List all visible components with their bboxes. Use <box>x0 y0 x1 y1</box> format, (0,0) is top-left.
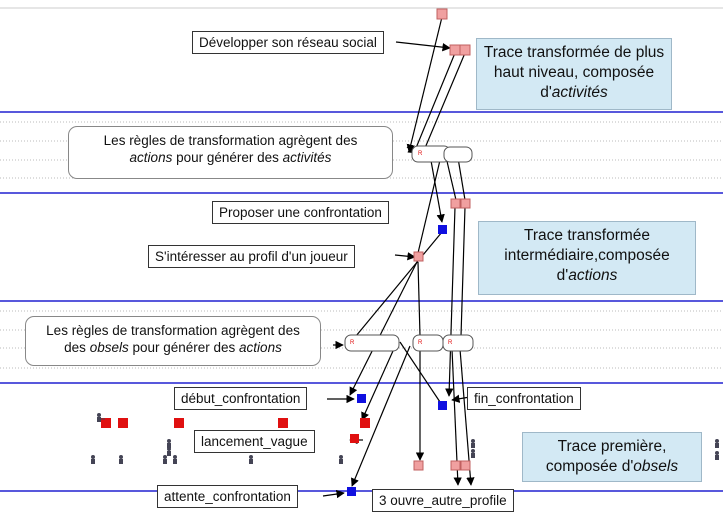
rules-top-pre: Les règles de transformation agrègent de… <box>103 133 358 148</box>
rules-bottom-em1: obsels <box>89 340 129 355</box>
info-mid-level-trace: Trace transformée intermédiaire,composée… <box>478 221 696 295</box>
label-interesser-profil: S'intéresser au profil d'un joueur <box>148 245 355 268</box>
character-icons <box>91 413 719 464</box>
rules-top-box: Les règles de transformation agrègent de… <box>68 126 393 179</box>
rule-marker: R <box>418 340 423 346</box>
activity-obsel <box>459 44 471 56</box>
raw-obsel <box>460 460 471 471</box>
label-ouvre-autre-profile: 3 ouvre_autre_profile <box>372 489 514 512</box>
label-proposer-confrontation: Proposer une confrontation <box>212 201 389 224</box>
rules-bottom-mid: pour générer des <box>128 340 240 355</box>
info-mid-em: actions <box>568 267 618 284</box>
rules-bottom-box: Les règles de transformation agrègent de… <box>25 316 321 366</box>
label-developper-reseau: Développer son réseau social <box>192 31 384 54</box>
raw-obsel <box>360 418 370 428</box>
rules-bottom-pre: Les règles de transformation agrègent de… <box>46 323 300 338</box>
info-mid-text: Trace transformée intermédiaire,composée… <box>504 227 670 284</box>
connectors <box>322 16 475 499</box>
label-lancement-vague: lancement_vague <box>194 430 315 453</box>
rule-box <box>344 334 400 352</box>
label-debut-confrontation: début_confrontation <box>174 387 308 410</box>
rule-marker: R <box>350 340 355 346</box>
action-obsel <box>450 198 461 209</box>
rules-bottom-em2: actions <box>239 340 282 355</box>
info-high-level-trace: Trace transformée de plus haut niveau, c… <box>476 38 672 110</box>
raw-obsel <box>357 394 366 403</box>
info-high-em: activités <box>551 84 608 101</box>
rule-boxes: R R R R <box>344 145 474 352</box>
action-obsel <box>460 198 471 209</box>
raw-obsel <box>347 487 356 496</box>
info-high-text: Trace transformée de plus haut niveau, c… <box>483 44 665 101</box>
raw-obsel <box>278 418 288 428</box>
label-attente-confrontation: attente_confrontation <box>157 485 298 508</box>
rules-top-em2: activités <box>282 150 332 165</box>
label-fin-confrontation: fin_confrontation <box>467 387 581 410</box>
raw-obsel <box>350 434 359 443</box>
info-raw-em: obsels <box>633 458 679 475</box>
rules-top-em1: actions <box>129 150 173 165</box>
activity-obsel <box>449 44 461 56</box>
raw-obsel <box>101 418 111 428</box>
level-separators <box>0 7 723 492</box>
raw-obsel <box>118 418 128 428</box>
info-raw-text: Trace première, composée d' <box>545 438 667 475</box>
action-obsel <box>413 251 424 262</box>
rule-box <box>443 146 473 163</box>
action-obsel <box>438 225 447 234</box>
raw-obsel <box>450 460 461 471</box>
rule-marker: R <box>418 151 423 157</box>
raw-obsel <box>174 418 184 428</box>
raw-obsel <box>438 401 447 410</box>
raw-obsel <box>413 460 424 471</box>
rules-top-mid: pour générer des <box>172 150 283 165</box>
info-raw-trace: Trace première, composée d'obsels <box>522 432 702 482</box>
rule-box <box>442 334 474 352</box>
activity-obsel <box>436 8 448 20</box>
rule-marker: R <box>448 340 453 346</box>
rules-bottom-des: des <box>64 340 90 355</box>
obsels <box>101 8 471 496</box>
